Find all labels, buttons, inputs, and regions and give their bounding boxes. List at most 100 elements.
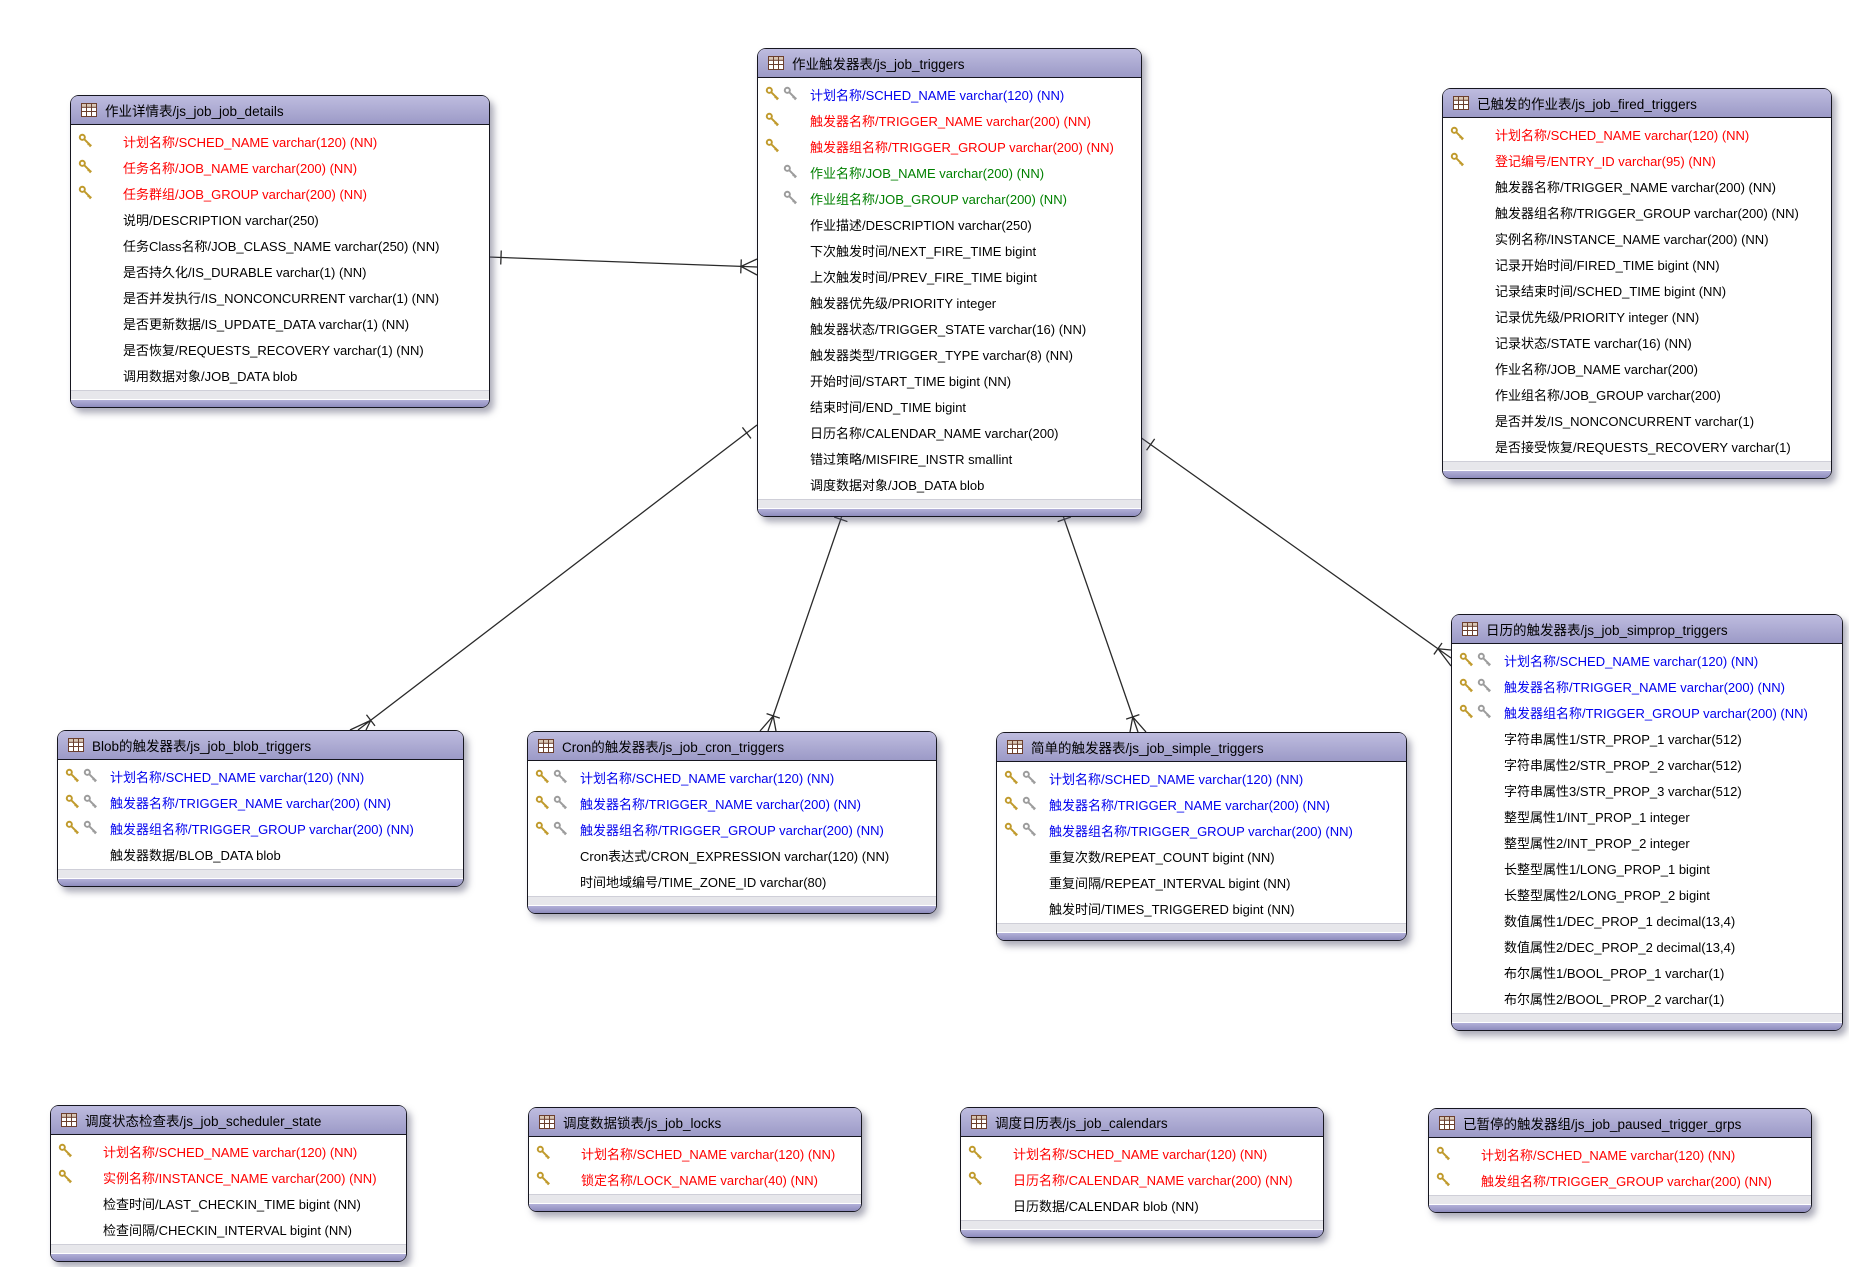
field-row[interactable]: 长整型属性2/LONG_PROP_2 bigint (1452, 881, 1842, 907)
field-row[interactable]: 触发器类型/TRIGGER_TYPE varchar(8) (NN) (758, 341, 1141, 367)
field-row[interactable]: 记录开始时间/FIRED_TIME bigint (NN) (1443, 251, 1831, 277)
field-row[interactable]: 实例名称/INSTANCE_NAME varchar(200) (NN) (1443, 225, 1831, 251)
field-row[interactable]: 日历名称/CALENDAR_NAME varchar(200) (758, 419, 1141, 445)
field-row[interactable]: 触发器名称/TRIGGER_NAME varchar(200) (NN) (58, 789, 463, 815)
field-row[interactable]: 是否接受恢复/REQUESTS_RECOVERY varchar(1) (1443, 433, 1831, 459)
field-row[interactable]: 触发组名称/TRIGGER_GROUP varchar(200) (NN) (1429, 1167, 1811, 1193)
field-row[interactable]: 触发器组名称/TRIGGER_GROUP varchar(200) (NN) (997, 817, 1406, 843)
field-row[interactable]: 计划名称/SCHED_NAME varchar(120) (NN) (961, 1140, 1323, 1166)
field-row[interactable]: 下次触发时间/NEXT_FIRE_TIME bigint (758, 237, 1141, 263)
field-row[interactable]: 计划名称/SCHED_NAME varchar(120) (NN) (1443, 121, 1831, 147)
field-row[interactable]: 触发器组名称/TRIGGER_GROUP varchar(200) (NN) (758, 133, 1141, 159)
table-header[interactable]: 已触发的作业表/js_job_fired_triggers (1443, 89, 1831, 118)
field-row[interactable]: 触发器组名称/TRIGGER_GROUP varchar(200) (NN) (1443, 199, 1831, 225)
field-row[interactable]: 结束时间/END_TIME bigint (758, 393, 1141, 419)
field-row[interactable]: 触发器组名称/TRIGGER_GROUP varchar(200) (NN) (1452, 699, 1842, 725)
table-header[interactable]: 作业详情表/js_job_job_details (71, 96, 489, 125)
table-header[interactable]: 调度状态检查表/js_job_scheduler_state (51, 1106, 406, 1135)
field-row[interactable]: 是否持久化/IS_DURABLE varchar(1) (NN) (71, 258, 489, 284)
table-js_job_cron_triggers[interactable]: Cron的触发器表/js_job_cron_triggers 计划名称/SCHED… (527, 731, 937, 914)
table-js_job_triggers[interactable]: 作业触发器表/js_job_triggers 计划名称/SCHED_NAME va… (757, 48, 1142, 517)
field-row[interactable]: 触发器名称/TRIGGER_NAME varchar(200) (NN) (997, 791, 1406, 817)
table-js_job_calendars[interactable]: 调度日历表/js_job_calendars 计划名称/SCHED_NAME va… (960, 1107, 1324, 1238)
table-header[interactable]: 简单的触发器表/js_job_simple_triggers (997, 733, 1406, 762)
table-header[interactable]: 调度数据锁表/js_job_locks (529, 1108, 861, 1137)
relationship-js_job_triggers-to-js_job_blob_triggers[interactable] (349, 424, 758, 731)
field-row[interactable]: 错过策略/MISFIRE_INSTR smallint (758, 445, 1141, 471)
field-row[interactable]: 计划名称/SCHED_NAME varchar(120) (NN) (529, 1140, 861, 1166)
field-row[interactable]: 触发器名称/TRIGGER_NAME varchar(200) (NN) (528, 790, 936, 816)
field-row[interactable]: 触发器组名称/TRIGGER_GROUP varchar(200) (NN) (528, 816, 936, 842)
field-row[interactable]: 触发器数据/BLOB_DATA blob (58, 841, 463, 867)
field-row[interactable]: 日历数据/CALENDAR blob (NN) (961, 1192, 1323, 1218)
field-row[interactable]: 作业名称/JOB_NAME varchar(200) (1443, 355, 1831, 381)
field-row[interactable]: 任务群组/JOB_GROUP varchar(200) (NN) (71, 180, 489, 206)
field-row[interactable]: 作业描述/DESCRIPTION varchar(250) (758, 211, 1141, 237)
table-header[interactable]: 已暂停的触发器组/js_job_paused_trigger_grps (1429, 1109, 1811, 1138)
field-row[interactable]: 上次触发时间/PREV_FIRE_TIME bigint (758, 263, 1141, 289)
field-row[interactable]: 锁定名称/LOCK_NAME varchar(40) (NN) (529, 1166, 861, 1192)
relationship-js_job_triggers-to-js_job_simple_triggers[interactable] (1057, 506, 1147, 733)
field-row[interactable]: 计划名称/SCHED_NAME varchar(120) (NN) (71, 128, 489, 154)
field-row[interactable]: 记录状态/STATE varchar(16) (NN) (1443, 329, 1831, 355)
table-header[interactable]: Blob的触发器表/js_job_blob_triggers (58, 731, 463, 760)
field-row[interactable]: 调用数据对象/JOB_DATA blob (71, 362, 489, 388)
field-row[interactable]: 时间地域编号/TIME_ZONE_ID varchar(80) (528, 868, 936, 894)
field-row[interactable]: 记录优先级/PRIORITY integer (NN) (1443, 303, 1831, 329)
field-row[interactable]: 说明/DESCRIPTION varchar(250) (71, 206, 489, 232)
field-row[interactable]: 登记编号/ENTRY_ID varchar(95) (NN) (1443, 147, 1831, 173)
field-row[interactable]: 作业组名称/JOB_GROUP varchar(200) (1443, 381, 1831, 407)
table-header[interactable]: 调度日历表/js_job_calendars (961, 1108, 1323, 1137)
table-js_job_blob_triggers[interactable]: Blob的触发器表/js_job_blob_triggers 计划名称/SCHED… (57, 730, 464, 887)
field-row[interactable]: 布尔属性1/BOOL_PROP_1 varchar(1) (1452, 959, 1842, 985)
field-row[interactable]: 检查间隔/CHECKIN_INTERVAL bigint (NN) (51, 1216, 406, 1242)
field-row[interactable]: Cron表达式/CRON_EXPRESSION varchar(120) (NN… (528, 842, 936, 868)
field-row[interactable]: 触发器组名称/TRIGGER_GROUP varchar(200) (NN) (58, 815, 463, 841)
field-row[interactable]: 记录结束时间/SCHED_TIME bigint (NN) (1443, 277, 1831, 303)
field-row[interactable]: 作业组名称/JOB_GROUP varchar(200) (NN) (758, 185, 1141, 211)
relationship-js_job_triggers-to-js_job_cron_triggers[interactable] (759, 506, 848, 732)
field-row[interactable]: 字符串属性3/STR_PROP_3 varchar(512) (1452, 777, 1842, 803)
field-row[interactable]: 计划名称/SCHED_NAME varchar(120) (NN) (51, 1138, 406, 1164)
table-js_job_job_details[interactable]: 作业详情表/js_job_job_details 计划名称/SCHED_NAME … (70, 95, 490, 408)
field-row[interactable]: 触发器状态/TRIGGER_STATE varchar(16) (NN) (758, 315, 1141, 341)
field-row[interactable]: 触发器名称/TRIGGER_NAME varchar(200) (NN) (758, 107, 1141, 133)
field-row[interactable]: 字符串属性1/STR_PROP_1 varchar(512) (1452, 725, 1842, 751)
field-row[interactable]: 开始时间/START_TIME bigint (NN) (758, 367, 1141, 393)
field-row[interactable]: 实例名称/INSTANCE_NAME varchar(200) (NN) (51, 1164, 406, 1190)
field-row[interactable]: 日历名称/CALENDAR_NAME varchar(200) (NN) (961, 1166, 1323, 1192)
field-row[interactable]: 重复间隔/REPEAT_INTERVAL bigint (NN) (997, 869, 1406, 895)
field-row[interactable]: 触发器名称/TRIGGER_NAME varchar(200) (NN) (1443, 173, 1831, 199)
field-row[interactable]: 整型属性2/INT_PROP_2 integer (1452, 829, 1842, 855)
field-row[interactable]: 长整型属性1/LONG_PROP_1 bigint (1452, 855, 1842, 881)
field-row[interactable]: 触发器优先级/PRIORITY integer (758, 289, 1141, 315)
field-row[interactable]: 布尔属性2/BOOL_PROP_2 varchar(1) (1452, 985, 1842, 1011)
field-row[interactable]: 作业名称/JOB_NAME varchar(200) (NN) (758, 159, 1141, 185)
table-header[interactable]: Cron的触发器表/js_job_cron_triggers (528, 732, 936, 761)
relationship-js_job_triggers-to-js_job_simprop_triggers[interactable] (1139, 436, 1452, 667)
relationship-js_job_job_details-to-js_job_triggers[interactable] (487, 250, 758, 276)
field-row[interactable]: 触发时间/TIMES_TRIGGERED bigint (NN) (997, 895, 1406, 921)
field-row[interactable]: 触发器名称/TRIGGER_NAME varchar(200) (NN) (1452, 673, 1842, 699)
table-header[interactable]: 日历的触发器表/js_job_simprop_triggers (1452, 615, 1842, 644)
table-js_job_locks[interactable]: 调度数据锁表/js_job_locks 计划名称/SCHED_NAME varch… (528, 1107, 862, 1212)
field-row[interactable]: 重复次数/REPEAT_COUNT bigint (NN) (997, 843, 1406, 869)
field-row[interactable]: 数值属性2/DEC_PROP_2 decimal(13,4) (1452, 933, 1842, 959)
field-row[interactable]: 计划名称/SCHED_NAME varchar(120) (NN) (1452, 647, 1842, 673)
field-row[interactable]: 计划名称/SCHED_NAME varchar(120) (NN) (997, 765, 1406, 791)
table-js_job_simprop_triggers[interactable]: 日历的触发器表/js_job_simprop_triggers 计划名称/SCHE… (1451, 614, 1843, 1031)
field-row[interactable]: 是否更新数据/IS_UPDATE_DATA varchar(1) (NN) (71, 310, 489, 336)
field-row[interactable]: 调度数据对象/JOB_DATA blob (758, 471, 1141, 497)
table-js_job_simple_triggers[interactable]: 简单的触发器表/js_job_simple_triggers 计划名称/SCHED… (996, 732, 1407, 941)
field-row[interactable]: 字符串属性2/STR_PROP_2 varchar(512) (1452, 751, 1842, 777)
field-row[interactable]: 计划名称/SCHED_NAME varchar(120) (NN) (758, 81, 1141, 107)
field-row[interactable]: 是否并发/IS_NONCONCURRENT varchar(1) (1443, 407, 1831, 433)
table-js_job_scheduler_state[interactable]: 调度状态检查表/js_job_scheduler_state 计划名称/SCHED… (50, 1105, 407, 1262)
field-row[interactable]: 整型属性1/INT_PROP_1 integer (1452, 803, 1842, 829)
field-row[interactable]: 计划名称/SCHED_NAME varchar(120) (NN) (528, 764, 936, 790)
table-js_job_fired_triggers[interactable]: 已触发的作业表/js_job_fired_triggers 计划名称/SCHED_… (1442, 88, 1832, 479)
field-row[interactable]: 计划名称/SCHED_NAME varchar(120) (NN) (58, 763, 463, 789)
table-header[interactable]: 作业触发器表/js_job_triggers (758, 49, 1141, 78)
field-row[interactable]: 任务Class名称/JOB_CLASS_NAME varchar(250) (N… (71, 232, 489, 258)
